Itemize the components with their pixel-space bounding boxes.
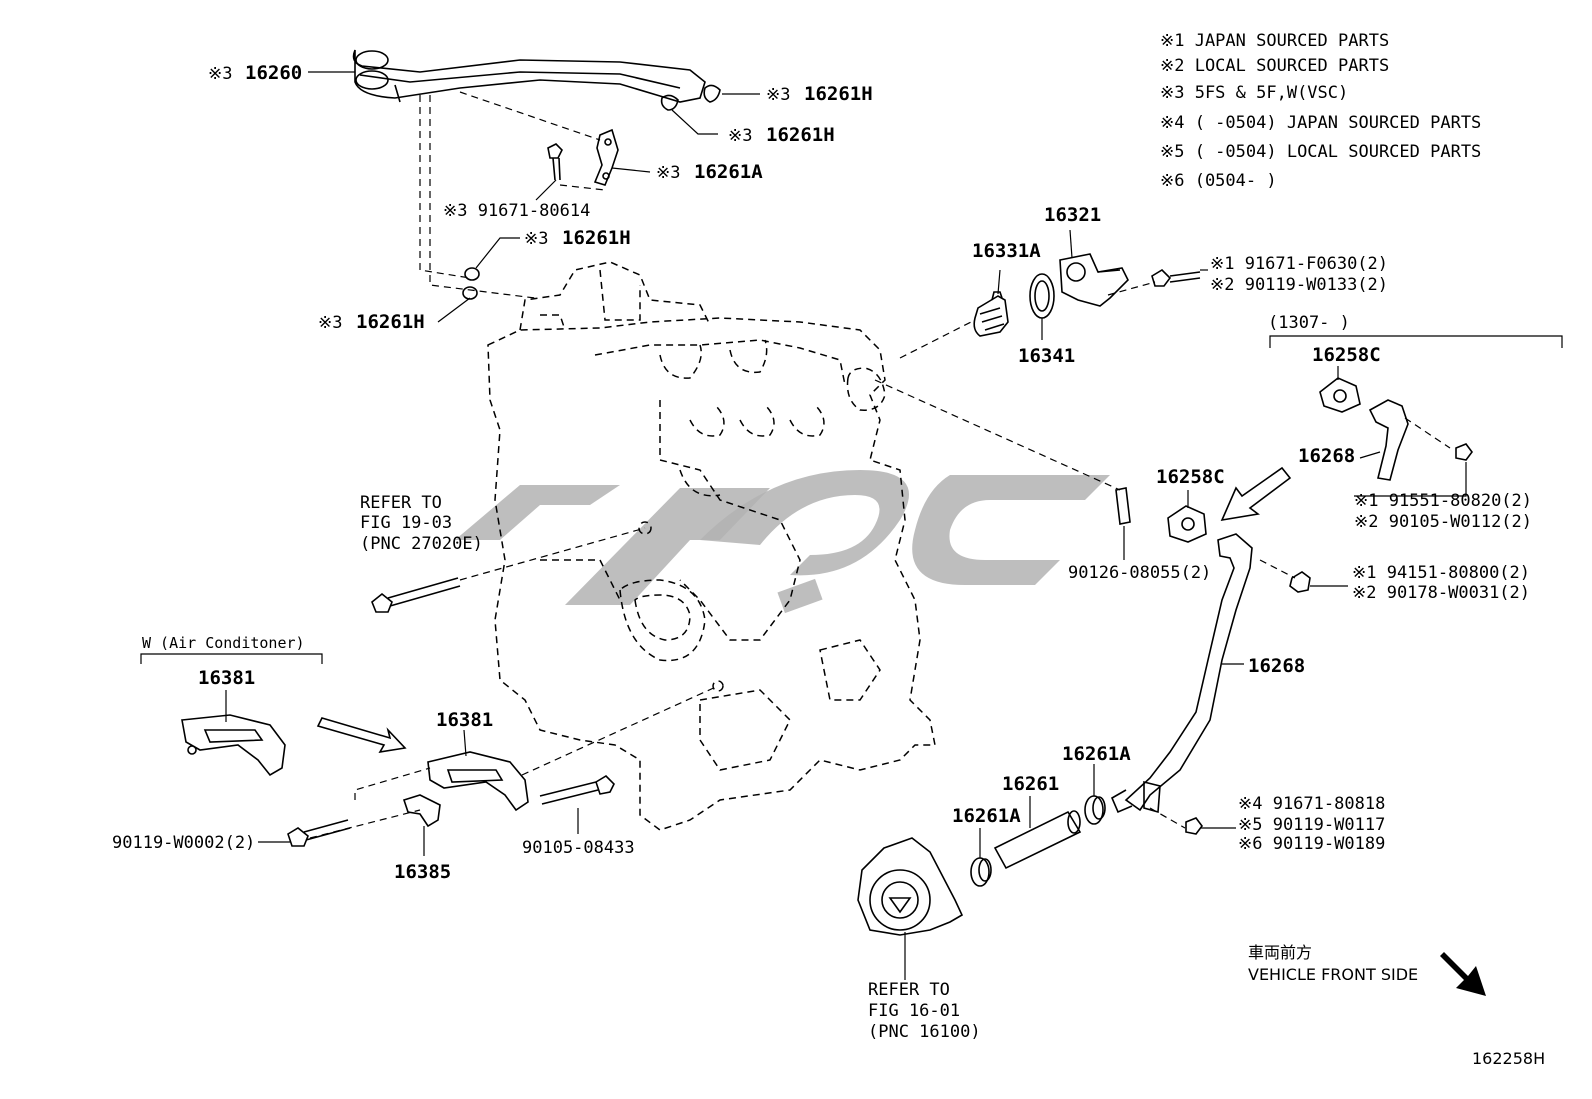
label-16261A-a: 16261A — [694, 161, 763, 183]
legend-item-5: ※5 ( -0504) LOCAL SOURCED PARTS — [1160, 142, 1481, 162]
gasket-16341 — [1029, 273, 1055, 319]
hose-16261 — [993, 810, 1082, 870]
stud-bolt-27020E — [371, 577, 461, 613]
label-90105-08433: 90105-08433 — [522, 838, 635, 858]
pipe-16268-lower — [1110, 533, 1253, 814]
refer-note-1-line-1: REFER TO — [360, 493, 442, 513]
bolt-91671-F0630 — [1151, 268, 1201, 287]
label-w-aircon: W (Air Conditoner) — [142, 634, 305, 652]
label-16381-b: 16381 — [436, 709, 493, 731]
direction-arrow-upper — [1220, 466, 1292, 522]
label-90126-08055: 90126-08055(2) — [1068, 563, 1211, 583]
label-90178-W0031: ※2 90178-W0031(2) — [1352, 583, 1530, 603]
label-90105-W0112: ※2 90105-W0112(2) — [1354, 512, 1532, 532]
label-16321: 16321 — [1044, 204, 1101, 226]
diagram-code: 162258H — [1472, 1049, 1545, 1068]
label-94151-80800: ※1 94151-80800(2) — [1352, 563, 1530, 583]
engine-block — [487, 261, 936, 831]
legend-item-2: ※2 LOCAL SOURCED PARTS — [1160, 56, 1389, 76]
label-16260: 16260 — [245, 62, 302, 84]
label-91671-80614: ※3 91671-80614 — [443, 201, 590, 221]
label-90119-W0002: 90119-W0002(2) — [112, 833, 255, 853]
refer-note-2-line-1: REFER TO — [868, 980, 950, 1000]
label-16341: 16341 — [1018, 345, 1075, 367]
stud-90126-08055 — [1115, 487, 1131, 525]
bracket-16381-lower — [427, 751, 529, 812]
legend-item-1: ※1 JAPAN SOURCED PARTS — [1160, 31, 1389, 51]
label-91671-F0630: ※1 91671-F0630(2) — [1210, 254, 1388, 274]
label-91551-80820: ※1 91551-80820(2) — [1354, 491, 1532, 511]
label-16381-a: 16381 — [198, 667, 255, 689]
label-16331A: 16331A — [972, 240, 1041, 262]
label-16261H-d: 16261H — [356, 311, 425, 333]
clips-16261H-left — [462, 267, 480, 300]
note-16261A-a: ※3 — [656, 163, 680, 183]
water-inlet-16321 — [1059, 253, 1129, 307]
label-90119-W0117: ※5 90119-W0117 — [1238, 815, 1385, 835]
note-16261H-a: ※3 — [766, 85, 790, 105]
nut-94151-80800 — [1289, 571, 1311, 593]
label-90119-W0133: ※2 90119-W0133(2) — [1210, 275, 1388, 295]
bolt-91671-80614 — [547, 143, 563, 181]
clamp-16261A-lower — [970, 857, 992, 887]
label-91671-80818: ※4 91671-80818 — [1238, 794, 1385, 814]
clamp-16261A-upper — [1084, 795, 1106, 825]
label-90119-W0189: ※6 90119-W0189 — [1238, 834, 1385, 854]
clip-16261H-top — [660, 84, 721, 111]
watermark-logo — [455, 470, 1110, 614]
label-vehicle-front-en: VEHICLE FRONT SIDE — [1248, 965, 1418, 984]
part-labels: ※3 16260 ※3 16261H ※3 16261H ※3 16261A ※… — [112, 62, 1545, 1068]
bracket-16385 — [402, 794, 441, 828]
bolt-91671-80818 — [1185, 817, 1203, 835]
note-16261H-d: ※3 — [318, 313, 342, 333]
gasket-16258C-upper — [1319, 377, 1361, 413]
label-16268-a: 16268 — [1298, 445, 1355, 467]
label-16258C-b: 16258C — [1156, 466, 1225, 488]
label-16261H-c: 16261H — [562, 227, 631, 249]
aircon-bracket-range — [140, 653, 323, 664]
bolt-90119-W0002 — [287, 819, 351, 847]
refer-note-2-line-3: (PNC 16100) — [868, 1022, 981, 1042]
note-16261H-b: ※3 — [728, 126, 752, 146]
bracket-16261A — [593, 128, 619, 186]
label-1307-range: (1307- ) — [1268, 313, 1350, 333]
label-16261A-b: 16261A — [1062, 743, 1131, 765]
refer-note-1-line-3: (PNC 27020E) — [360, 534, 483, 554]
label-16385: 16385 — [394, 861, 451, 883]
vehicle-front-arrow-icon — [1440, 952, 1486, 996]
leader-lines — [225, 71, 1467, 980]
bracket-16381-upper — [181, 714, 286, 777]
direction-arrow-lower — [316, 717, 407, 754]
bracket-1307-range — [1269, 335, 1563, 348]
bolt-91551-80820 — [1455, 443, 1473, 461]
legend-item-6: ※6 (0504- ) — [1160, 171, 1277, 191]
refer-note-2-line-2: FIG 16-01 — [868, 1001, 960, 1021]
legend: ※1 JAPAN SOURCED PARTS ※2 LOCAL SOURCED … — [1160, 31, 1481, 191]
legend-item-3: ※3 5FS & 5F,W(VSC) — [1160, 83, 1348, 103]
thermostat-16331A — [973, 291, 1009, 337]
label-vehicle-front-jp: 車両前方 — [1248, 943, 1312, 962]
gasket-16258C-lower — [1167, 505, 1207, 543]
label-16261H-a: 16261H — [804, 83, 873, 105]
label-16258C-a: 16258C — [1312, 344, 1381, 366]
hose-assembly-16260 — [352, 49, 706, 103]
label-16261: 16261 — [1002, 773, 1059, 795]
legend-item-4: ※4 ( -0504) JAPAN SOURCED PARTS — [1160, 113, 1481, 133]
refer-note-1-line-2: FIG 19-03 — [360, 513, 452, 533]
water-pump-ref — [857, 837, 964, 936]
label-16261H-b: 16261H — [766, 124, 835, 146]
note-16261H-c: ※3 — [524, 229, 548, 249]
note-16260: ※3 — [208, 64, 232, 84]
label-16268-b: 16268 — [1248, 655, 1305, 677]
label-16261A-c: 16261A — [952, 805, 1021, 827]
bolt-90105-08433 — [539, 774, 615, 805]
pipe-16268-upper — [1368, 399, 1409, 481]
